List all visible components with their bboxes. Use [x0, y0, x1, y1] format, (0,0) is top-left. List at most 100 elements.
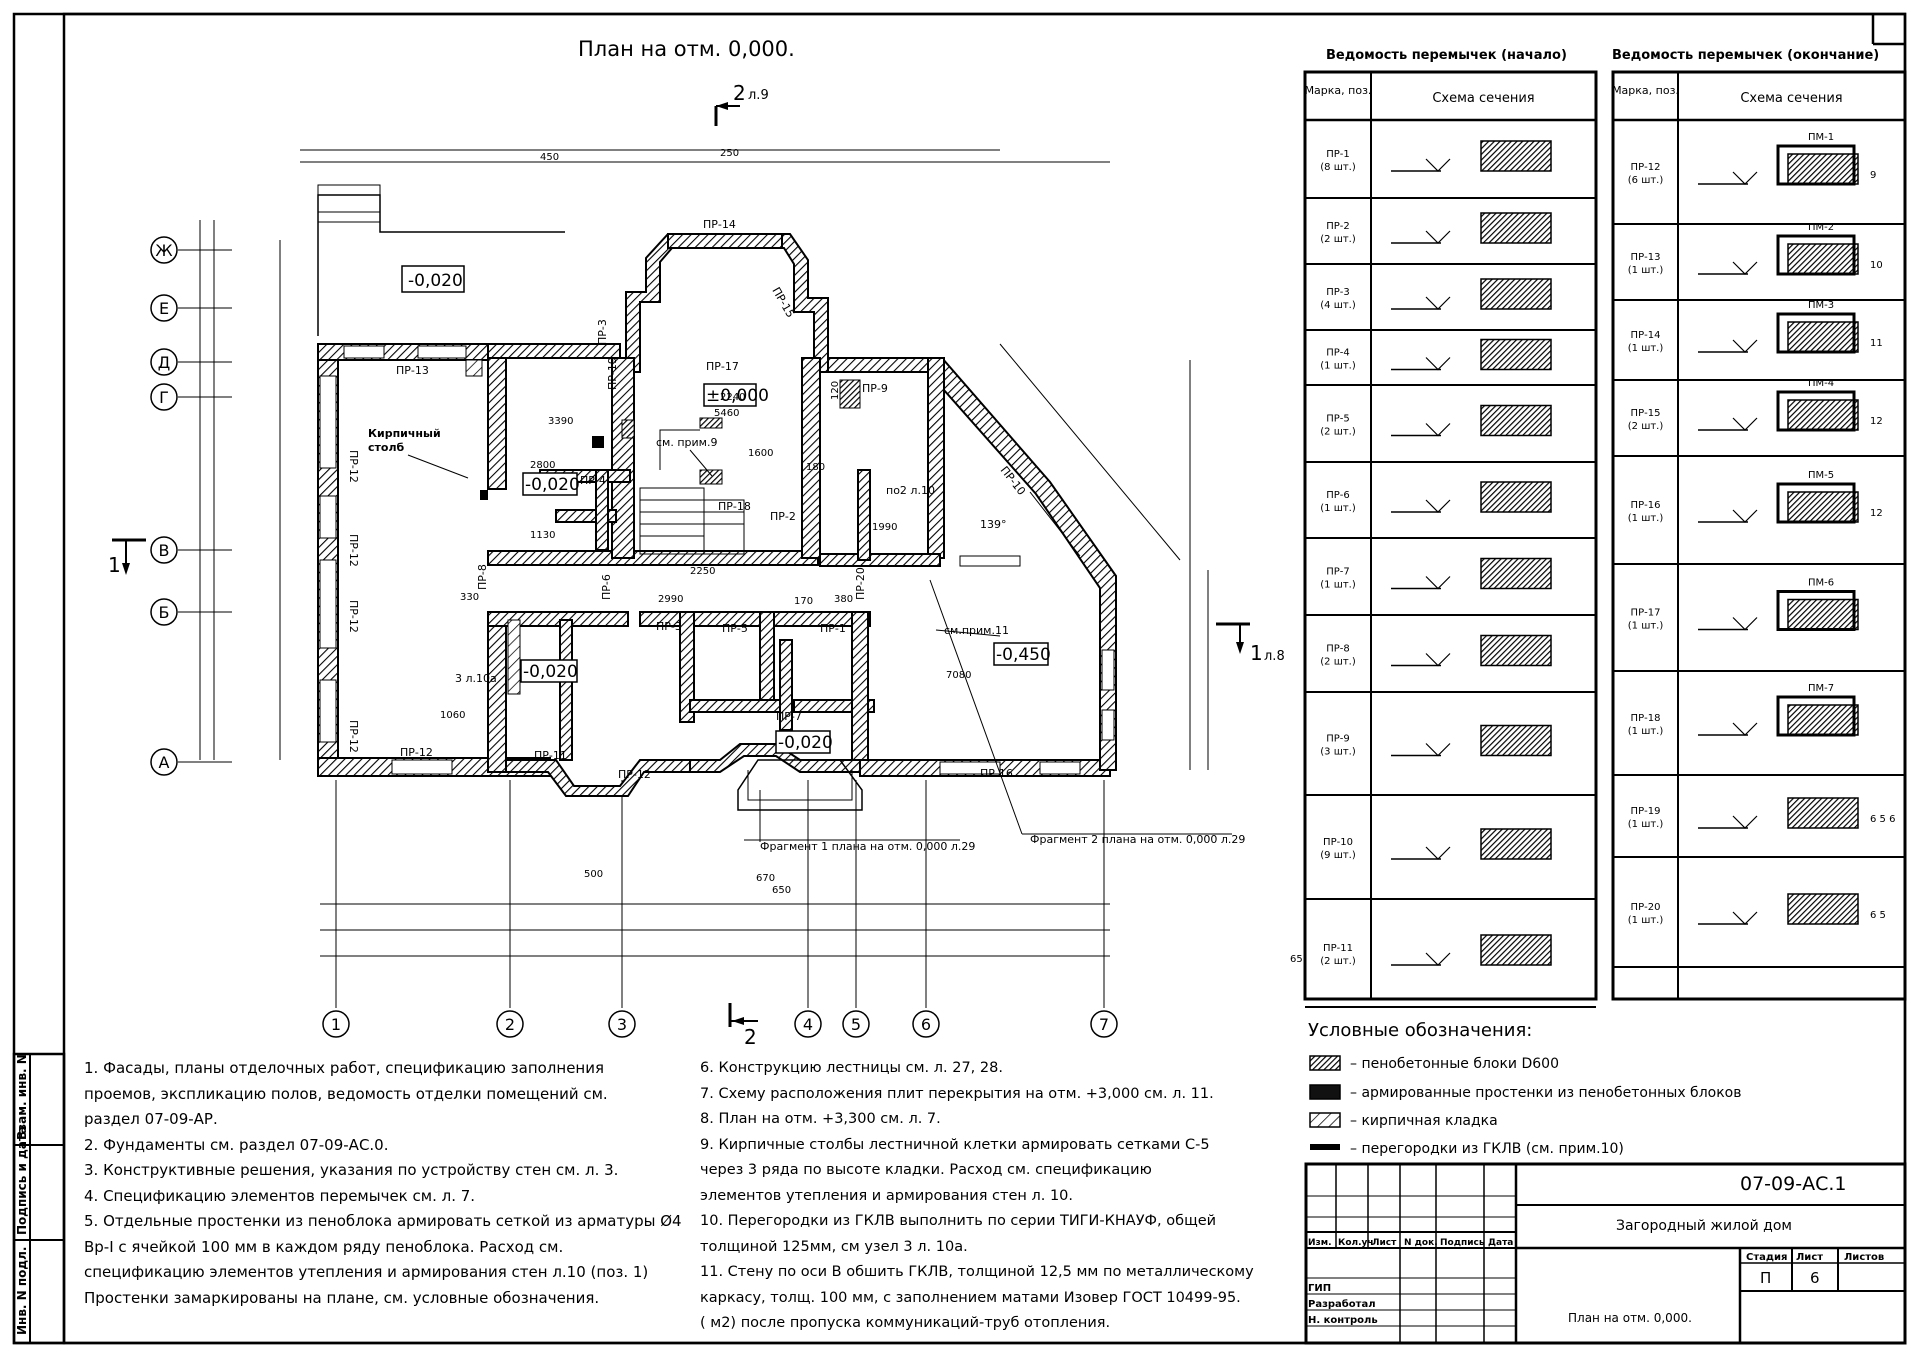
col-mark-header: Марка, поз.	[1305, 84, 1372, 97]
level-arrow	[1732, 509, 1758, 523]
role-dev: Разработал	[1308, 1298, 1376, 1310]
dimension-values: 2800 3390 5460 1600 2250 2990 7080 2240 …	[440, 148, 1303, 965]
dim: 1600	[748, 448, 773, 459]
head-list: Лист	[1372, 1238, 1397, 1248]
plan-annotations: Кирпичный столб см. прим.9 см.прим.11 по…	[368, 427, 1245, 853]
side-stamp: Взам. инв. N Подпись и дата Инв. N подл.	[12, 1052, 66, 1345]
jumper-qty: (1 шт.)	[1628, 343, 1664, 354]
jumper-label: ПР-12	[347, 534, 360, 567]
axis-label: 4	[803, 1015, 813, 1034]
level-6: -0,020	[778, 733, 833, 753]
legend-item-1: – пенобетонные блоки D600	[1350, 1056, 1559, 1072]
axis-bubble	[608, 1010, 636, 1038]
jumpers-table: Ведомость перемычек (начало) Ведомость п…	[1303, 48, 1907, 1008]
axis-bubble	[150, 348, 178, 376]
axis-bubble	[322, 1010, 350, 1038]
section-block	[1480, 557, 1552, 590]
section-block	[1787, 598, 1859, 631]
notes-right: 6. Конструкцию лестницы см. л. 27, 28. 7…	[700, 1056, 1254, 1337]
jumper-label: ПР-15	[769, 285, 797, 320]
brick-column-note: Кирпичный	[368, 427, 441, 440]
note-line: 5. Отдельные простенки из пеноблока арми…	[84, 1212, 682, 1230]
node-ref: по2 л.10	[886, 484, 935, 497]
steel-lintel-label: ПМ-6	[1808, 578, 1834, 589]
level-arrow	[1425, 230, 1451, 244]
steel-lintel	[1776, 234, 1856, 276]
section-block	[1480, 934, 1552, 966]
dim: 3390	[548, 416, 573, 427]
jumper-mark: ПР-18	[1631, 713, 1661, 724]
axis-bubble	[150, 748, 178, 776]
dim: 120	[830, 381, 841, 400]
section-right-num: 1	[1250, 641, 1263, 665]
sheet-header: Лист	[1796, 1252, 1823, 1263]
jumper-label: ПР-7	[776, 710, 802, 723]
jumper-label: ПР-12	[347, 600, 360, 633]
steel-lintel	[1776, 590, 1856, 631]
note-line: Простенки замаркированы на плане, см. ус…	[84, 1288, 600, 1307]
jumper-label: ПР-12	[400, 746, 433, 759]
legend-item-3: – кирпичная кладка	[1350, 1113, 1498, 1129]
title-sheet-title: План на отм. 0,000.	[1568, 1311, 1692, 1325]
section-block	[1480, 278, 1552, 310]
fragment-2: Фрагмент 2 плана на отм. 0,000 л.29	[1030, 833, 1245, 846]
table-title-right: Ведомость перемычек (окончание)	[1612, 48, 1879, 63]
jumper-label: ПР-11	[534, 749, 567, 762]
section-block	[1787, 797, 1859, 829]
legend-item-2: – армированные простенки из пенобетонных…	[1350, 1085, 1741, 1101]
dim: 7080	[946, 670, 971, 681]
position-number: 10	[1870, 260, 1883, 271]
section-mark-bottom: 2	[728, 1003, 758, 1049]
axis-label: Ж	[155, 241, 172, 260]
head-sign: Подпись	[1440, 1238, 1485, 1248]
note-line: 7. Схему расположения плит перекрытия на…	[700, 1085, 1214, 1102]
note-line: спецификацию элементов утепления и армир…	[84, 1263, 649, 1281]
note-line: 8. План на отм. +3,300 см. л. 7.	[700, 1111, 941, 1127]
head-kol: Кол.уч	[1338, 1238, 1374, 1248]
side-stamp-1: Взам. инв. N	[15, 1054, 29, 1140]
jumper-qty: (2 шт.)	[1320, 657, 1356, 668]
note-line: ( м2) после пропуска коммуникаций-труб о…	[700, 1315, 1111, 1331]
position-number: 6 5 6	[1870, 814, 1895, 825]
dim: 2250	[690, 566, 715, 577]
dim: 500	[584, 869, 603, 880]
jumper-qty: (2 шт.)	[1320, 956, 1356, 967]
jumper-label: ПР-12	[347, 450, 360, 483]
position-number: 6 5	[1870, 910, 1886, 921]
jumper-qty: (2 шт.)	[1320, 427, 1356, 438]
section-block	[1480, 634, 1552, 667]
jumper-qty: (1 шт.)	[1628, 819, 1664, 830]
jumper-label: ПР-3	[656, 620, 682, 633]
jumper-label: ПР-1	[820, 622, 846, 635]
head-doc: N док.	[1404, 1238, 1438, 1248]
jumper-label: ПР-9	[862, 382, 888, 395]
note-line: 10. Перегородки из ГКЛВ выполнить по сер…	[700, 1213, 1217, 1229]
jumper-mark: ПР-14	[1631, 330, 1661, 341]
jumper-label: ПР-12	[347, 720, 360, 753]
level-arrow	[1425, 846, 1451, 860]
jumper-label: ПР-4	[580, 474, 606, 487]
note-line: 4. Спецификацию элементов перемычек см. …	[84, 1186, 476, 1205]
legend-title: Условные обозначения:	[1308, 1020, 1532, 1041]
jumper-label: ПР-12	[618, 768, 651, 781]
section-top-num: 2	[733, 81, 746, 105]
axis-label: Г	[159, 388, 169, 407]
dim: 670	[756, 873, 775, 884]
jumper-mark: ПР-10	[1323, 837, 1353, 848]
dim: 450	[540, 152, 559, 163]
axis-bubble	[150, 383, 178, 411]
jumper-mark: ПР-7	[1326, 567, 1350, 578]
section-block	[1787, 321, 1859, 353]
jumper-mark: ПР-1	[1326, 149, 1350, 160]
dimension-lines	[199, 149, 1209, 957]
jumper-mark: ПР-13	[1631, 252, 1661, 263]
title-project: Загородный жилой дом	[1616, 1218, 1792, 1234]
level-2: ±0,000	[706, 386, 769, 406]
axis-bubble	[912, 1010, 940, 1038]
note-line: раздел 07-09-АР.	[84, 1110, 218, 1128]
note-line: проемов, экспликацию полов, ведомость от…	[84, 1084, 608, 1103]
steel-lintel-label: ПМ-5	[1808, 470, 1834, 481]
dim: 2990	[658, 594, 683, 605]
jumper-label: ПР-3	[596, 319, 609, 345]
